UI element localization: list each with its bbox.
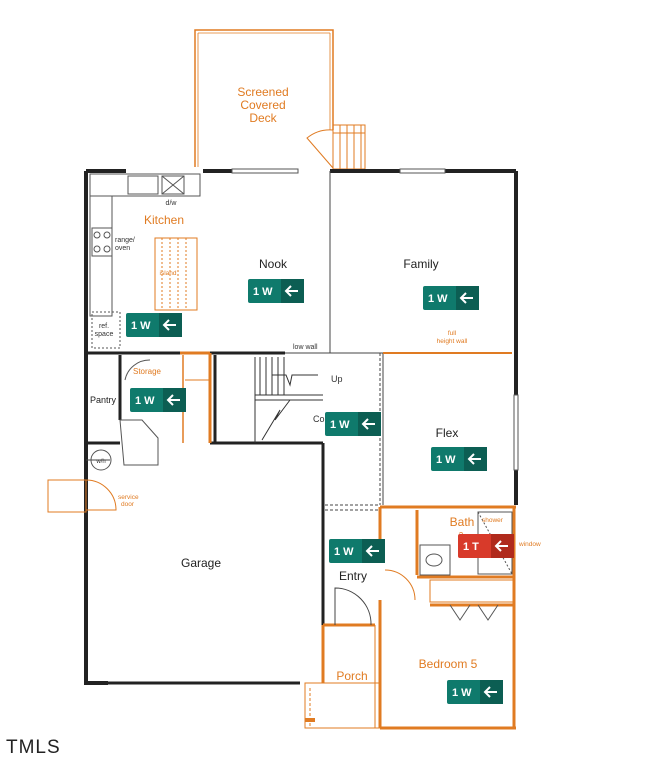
badge-pantry-text: 1 W bbox=[135, 395, 155, 407]
deck-outline bbox=[194, 29, 334, 167]
badge-kitchen: 1 W bbox=[126, 313, 182, 337]
deck-label-1: Screened bbox=[237, 85, 288, 99]
badge-bedroom: 1 W bbox=[447, 680, 503, 704]
exterior-walls bbox=[84, 169, 518, 685]
service-door-label-1: service bbox=[118, 494, 139, 501]
storage-label: Storage bbox=[133, 367, 162, 376]
arrow-left-icon bbox=[459, 292, 473, 304]
orange-thin bbox=[47, 479, 515, 729]
deck-stairs bbox=[332, 124, 366, 170]
shower-label: shower bbox=[482, 517, 504, 524]
up-label: Up bbox=[331, 374, 343, 384]
family-label: Family bbox=[403, 257, 438, 271]
pantry-fixtures bbox=[90, 359, 210, 471]
arrow-left-icon bbox=[365, 545, 379, 557]
ref-label-2: space bbox=[95, 331, 114, 338]
arrow-left-icon bbox=[483, 686, 497, 698]
arrow-left-icon bbox=[494, 540, 508, 552]
kitchen-label: Kitchen bbox=[144, 213, 184, 227]
water-heater-label: w/h bbox=[95, 459, 105, 465]
badge-flex: 1 W bbox=[431, 447, 487, 471]
bath-label: Bath bbox=[450, 515, 475, 529]
deck-label-3: Deck bbox=[249, 111, 277, 125]
badge-nook: 1 W bbox=[248, 279, 304, 303]
arrow-left-icon bbox=[162, 319, 176, 331]
tmls-logo: TMLS bbox=[6, 737, 61, 758]
arrow-left-icon bbox=[361, 418, 375, 430]
badge-flex-text: 1 W bbox=[436, 454, 456, 466]
flex-label: Flex bbox=[436, 426, 459, 440]
full-height-label-1: full bbox=[448, 330, 457, 337]
window-label: window bbox=[518, 541, 541, 548]
dishwasher-label: d/w bbox=[166, 200, 178, 207]
range-label-2: oven bbox=[115, 245, 130, 252]
badge-nook-text: 1 W bbox=[253, 286, 273, 298]
deck-door bbox=[306, 129, 334, 169]
bedroom-label: Bedroom 5 bbox=[419, 657, 478, 671]
entry-door bbox=[334, 587, 372, 626]
badge-bath-text: 1 T bbox=[463, 541, 479, 553]
badge-coat: 1 W bbox=[325, 412, 381, 436]
badge-family-text: 1 W bbox=[428, 293, 448, 305]
deck-label-2: Covered bbox=[240, 98, 285, 112]
low-wall-label: low wall bbox=[293, 344, 318, 351]
badge-kitchen-text: 1 W bbox=[131, 320, 151, 332]
staircase bbox=[254, 357, 323, 443]
badge-bath: 1 T bbox=[458, 534, 514, 558]
arrow-left-icon bbox=[284, 285, 298, 297]
badge-coat-text: 1 W bbox=[330, 419, 350, 431]
service-door-label-2: door bbox=[121, 501, 135, 508]
coat-label: Co bbox=[313, 414, 325, 424]
kitchen-island bbox=[154, 237, 198, 311]
badge-bedroom-text: 1 W bbox=[452, 687, 472, 699]
range-label-1: range/ bbox=[115, 237, 135, 244]
full-height-label-2: height wall bbox=[437, 338, 468, 345]
nook-label: Nook bbox=[259, 257, 288, 271]
badge-entry-text: 1 W bbox=[334, 546, 354, 558]
garage-label: Garage bbox=[181, 556, 221, 570]
pantry-label: Pantry bbox=[90, 395, 117, 405]
thin-walls bbox=[86, 171, 384, 511]
interior-walls bbox=[84, 351, 325, 685]
arrow-left-icon bbox=[467, 453, 481, 465]
top-windows bbox=[231, 168, 519, 471]
badge-entry: 1 W bbox=[329, 539, 385, 563]
porch-label: Porch bbox=[336, 669, 367, 683]
badge-family: 1 W bbox=[423, 286, 479, 310]
badge-pantry: 1 W bbox=[130, 388, 186, 412]
entry-label: Entry bbox=[339, 569, 367, 583]
island-label: island bbox=[160, 270, 177, 277]
ref-label-1: ref. bbox=[99, 323, 109, 330]
arrow-left-icon bbox=[166, 394, 180, 406]
kitchen-fixtures bbox=[89, 173, 201, 349]
